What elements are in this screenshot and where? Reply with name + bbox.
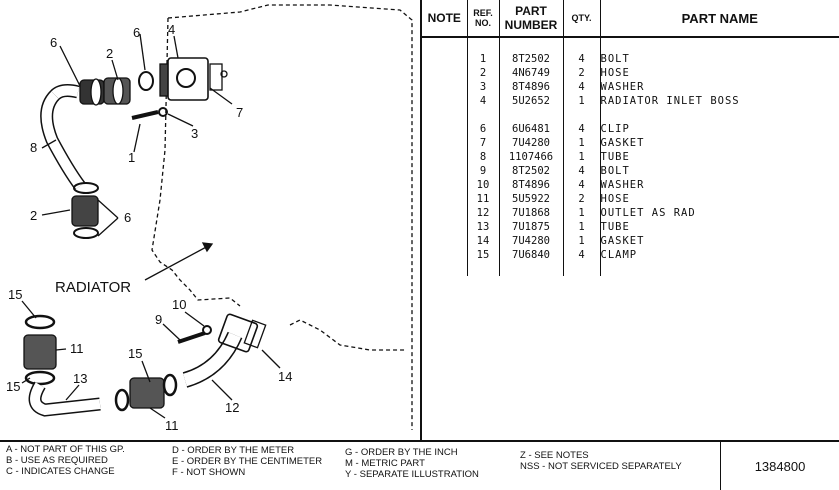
legend-column-2: D - ORDER BY THE METER E - ORDER BY THE …: [172, 445, 323, 478]
drawing-number: 1384800: [720, 442, 839, 490]
callout-number: 1: [128, 150, 135, 165]
header-note: NOTE: [422, 0, 468, 38]
callout-number: 15: [6, 379, 20, 394]
callout-number: 2: [106, 46, 113, 61]
radiator-label: RADIATOR: [55, 279, 131, 296]
exploded-parts-diagram: RADIATOR 6 2 6 4 7 3 1 8 2 6 15 11 15 13…: [0, 0, 420, 440]
callout-number: 2: [30, 208, 37, 223]
legend-column-4: Z - SEE NOTES NSS - NOT SERVICED SEPARAT…: [520, 450, 682, 472]
callout-number: 6: [133, 25, 140, 40]
callout-number: 12: [225, 400, 239, 415]
callout-number: 6: [124, 210, 131, 225]
header-ref-no: REF.NO.: [467, 0, 500, 38]
legend-column-3: G - ORDER BY THE INCH M - METRIC PART Y …: [345, 447, 479, 480]
legend-footer: A - NOT PART OF THIS GP. B - USE AS REQU…: [0, 440, 839, 490]
callout-number: 15: [8, 287, 22, 302]
callout-number: 8: [30, 140, 37, 155]
legend-column-1: A - NOT PART OF THIS GP. B - USE AS REQU…: [6, 444, 125, 477]
callout-number: 15: [128, 346, 142, 361]
callout-number: 9: [155, 312, 162, 327]
callout-number: 10: [172, 297, 186, 312]
callout-number: 6: [50, 35, 57, 50]
callout-number: 14: [278, 369, 292, 384]
callout-number: 11: [165, 418, 179, 433]
callout-number: 4: [168, 22, 175, 37]
callout-number: 11: [70, 341, 84, 356]
callout-number: 3: [191, 126, 198, 141]
callout-number: 7: [236, 105, 243, 120]
callout-number: 13: [73, 371, 87, 386]
header-qty: QTY.: [563, 0, 601, 38]
header-part-name: PART NAME: [600, 0, 839, 38]
